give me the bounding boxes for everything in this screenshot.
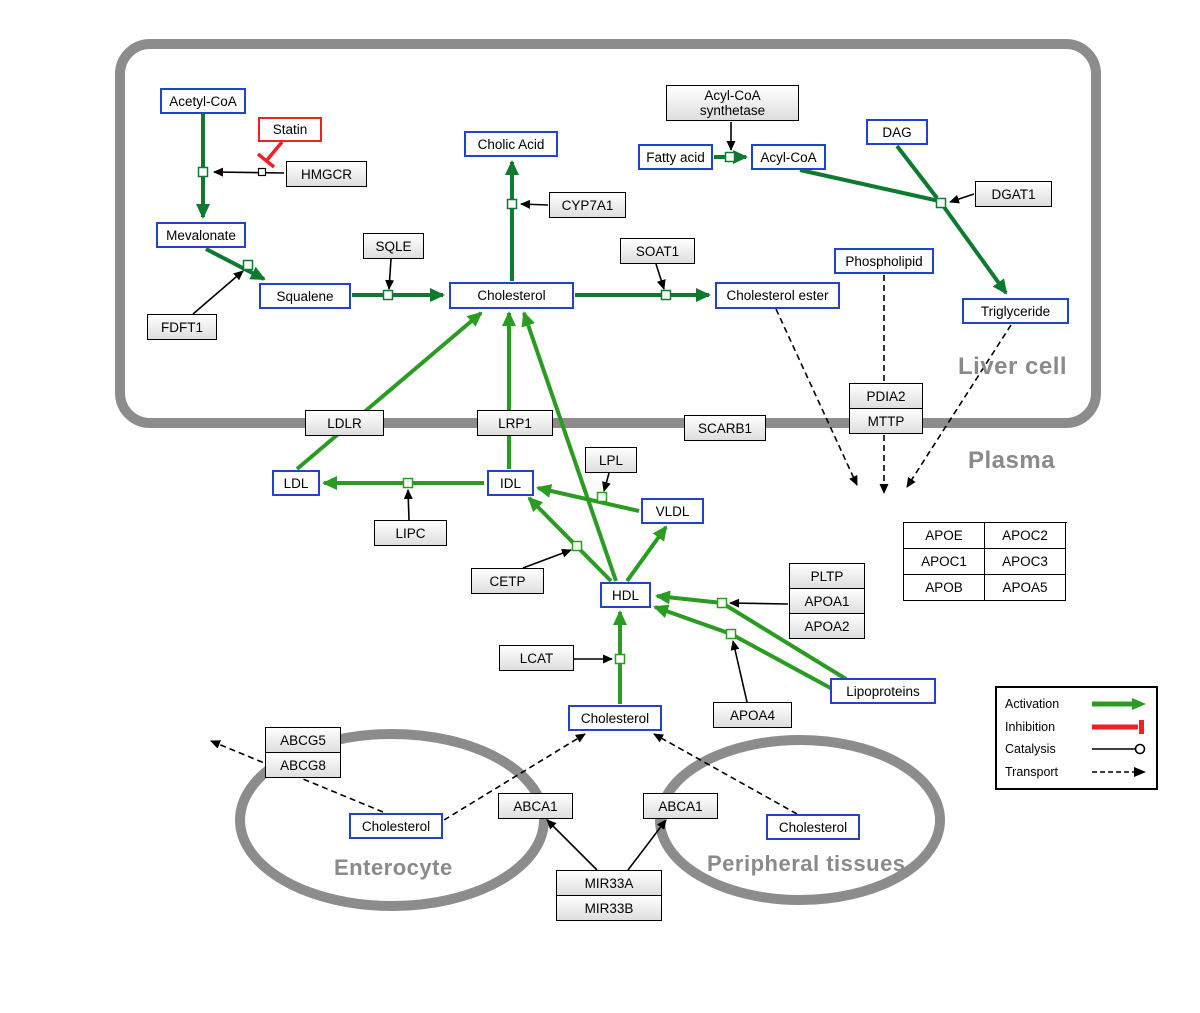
node-scarb1[interactable]: SCARB1	[684, 415, 766, 441]
legend-row-transport: Transport	[1005, 761, 1148, 783]
node-vldl[interactable]: VLDL	[641, 498, 704, 524]
node-acyl-coa-synthetase[interactable]: Acyl-CoA synthetase	[666, 85, 799, 121]
legend-row-inhibition: Inhibition	[1005, 716, 1148, 738]
node-squalene[interactable]: Squalene	[259, 283, 351, 309]
liver-cell-label: Liver cell	[958, 353, 1068, 380]
node-dgat1[interactable]: DGAT1	[975, 181, 1052, 207]
node-pdia2[interactable]: PDIA2	[849, 383, 923, 409]
legend-catalysis-label: Catalysis	[1005, 742, 1056, 757]
apolipoprotein-table: APOE APOC2 APOC1 APOC3 APOB APOA5	[903, 522, 1067, 601]
node-fatty-acid[interactable]: Fatty acid	[638, 144, 713, 170]
node-mttp[interactable]: MTTP	[849, 408, 923, 434]
node-cholesterol-liver[interactable]: Cholesterol	[449, 282, 574, 309]
node-lipoproteins[interactable]: Lipoproteins	[830, 678, 936, 704]
peripheral-tissues-label: Peripheral tissues	[707, 851, 906, 876]
node-acyl-coa2[interactable]: Acyl-CoA	[751, 144, 826, 170]
node-apoc1[interactable]: APOC1	[904, 549, 985, 575]
node-lcat[interactable]: LCAT	[499, 645, 574, 671]
legend-row-activation: Activation	[1005, 693, 1148, 715]
node-hdl[interactable]: HDL	[600, 582, 651, 608]
reaction-anchors	[197, 151, 947, 665]
node-statin[interactable]: Statin	[258, 117, 322, 142]
node-soat1[interactable]: SOAT1	[620, 238, 695, 264]
node-pltp[interactable]: PLTP	[789, 563, 865, 589]
legend: Activation Inhibition Catalysis Transpor…	[995, 686, 1158, 790]
node-apoa4[interactable]: APOA4	[713, 702, 792, 728]
activation-arrow-icon	[1092, 698, 1146, 711]
node-apoc3[interactable]: APOC3	[985, 549, 1066, 575]
node-ldl[interactable]: LDL	[272, 470, 320, 496]
legend-row-catalysis: Catalysis	[1005, 738, 1148, 760]
plasma-label: Plasma	[968, 447, 1056, 474]
node-phospholipid[interactable]: Phospholipid	[834, 248, 934, 274]
inhibition-tbar-icon	[1092, 719, 1144, 734]
node-acetyl-coa[interactable]: Acetyl-CoA	[160, 88, 246, 114]
node-idl[interactable]: IDL	[487, 470, 534, 496]
node-cholesterol-enterocyte[interactable]: Cholesterol	[349, 813, 443, 839]
node-abcg8[interactable]: ABCG8	[265, 752, 341, 778]
node-triglyceride[interactable]: Triglyceride	[962, 298, 1069, 324]
node-apoa5[interactable]: APOA5	[985, 575, 1066, 601]
node-cholesterol-plasma[interactable]: Cholesterol	[568, 705, 662, 731]
catalysis-circle-icon	[1092, 743, 1146, 755]
node-ldlr[interactable]: LDLR	[305, 410, 384, 436]
node-hmgcr[interactable]: HMGCR	[286, 161, 367, 187]
node-mir33a[interactable]: MIR33A	[556, 870, 662, 896]
inhibition-edge	[256, 140, 284, 169]
catalysis-edges	[192, 122, 975, 871]
node-lipc[interactable]: LIPC	[374, 520, 447, 546]
node-dag[interactable]: DAG	[866, 119, 928, 145]
enterocyte-label: Enterocyte	[334, 855, 453, 880]
node-cholesterol-peripheral[interactable]: Cholesterol	[766, 814, 860, 840]
node-apoa2[interactable]: APOA2	[789, 613, 865, 639]
legend-transport-label: Transport	[1005, 764, 1059, 779]
node-sqle[interactable]: SQLE	[363, 233, 424, 259]
node-cyp7a1[interactable]: CYP7A1	[549, 192, 626, 218]
node-abca1-left[interactable]: ABCA1	[498, 793, 573, 819]
legend-inhibition-label: Inhibition	[1005, 719, 1056, 734]
node-mevalonate[interactable]: Mevalonate	[156, 222, 246, 248]
node-abcg5[interactable]: ABCG5	[265, 727, 341, 753]
legend-activation-label: Activation	[1005, 697, 1060, 712]
transport-dashed-arrow-icon	[1092, 766, 1146, 777]
node-lpl[interactable]: LPL	[585, 447, 637, 473]
node-mir33b[interactable]: MIR33B	[556, 895, 662, 921]
node-apoc2[interactable]: APOC2	[985, 523, 1066, 549]
compartment-shapes	[115, 39, 1101, 911]
node-lrp1[interactable]: LRP1	[477, 410, 553, 436]
node-abca1-right[interactable]: ABCA1	[643, 793, 718, 819]
node-apoa1[interactable]: APOA1	[789, 588, 865, 614]
node-cholic-acid[interactable]: Cholic Acid	[464, 131, 558, 157]
liver-cell-membrane	[115, 39, 1101, 428]
node-cholesterol-ester[interactable]: Cholesterol ester	[715, 282, 840, 309]
node-cetp[interactable]: CETP	[471, 568, 544, 594]
enterocyte-membrane	[235, 729, 549, 911]
node-fdft1[interactable]: FDFT1	[147, 314, 217, 340]
node-apoe[interactable]: APOE	[904, 523, 985, 549]
node-apob[interactable]: APOB	[904, 575, 985, 601]
